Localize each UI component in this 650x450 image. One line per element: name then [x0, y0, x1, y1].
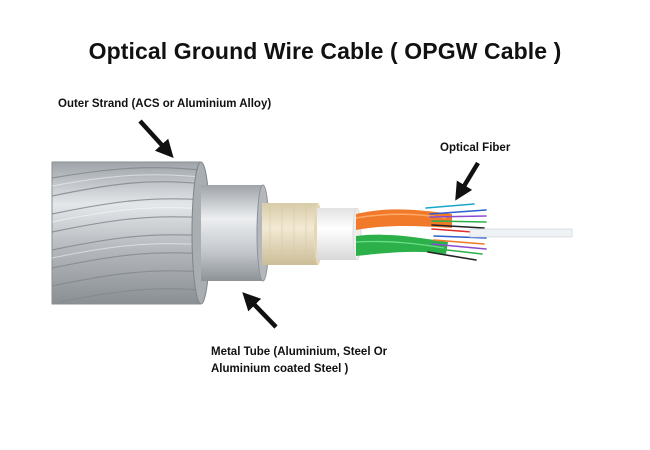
fiber-bundle [355, 203, 573, 261]
outer-strand [51, 161, 211, 305]
optical-fiber-label: Optical Fiber [440, 142, 511, 154]
buffer-tape [262, 203, 322, 265]
metal-tube [201, 184, 270, 282]
metal-tube-arrow [242, 292, 278, 329]
inner-jacket [317, 207, 362, 261]
outer-strand-arrow [138, 119, 174, 158]
metal-tube-label-line1: Metal Tube (Aluminium, Steel Or [211, 346, 388, 358]
metal-tube-label-line2: Aluminium coated Steel ) [211, 363, 349, 375]
diagram-title: Optical Ground Wire Cable ( OPGW Cable ) [88, 38, 562, 64]
optical-fiber-arrow [455, 161, 480, 201]
outer-strand-label: Outer Strand (ACS or Aluminium Alloy) [58, 98, 272, 110]
